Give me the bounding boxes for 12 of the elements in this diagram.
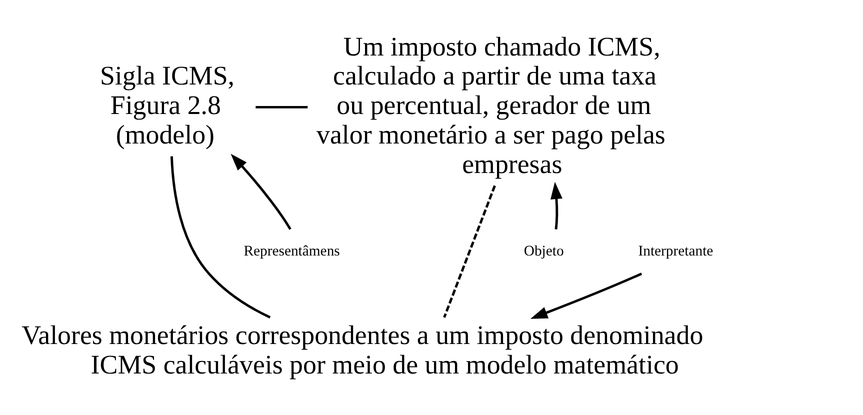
connector — [170, 156, 271, 318]
node-text: Valores monetários correspondentes a um imposto denominado ICMS calculáveis por meio de um modelo matemático — [22, 320, 704, 380]
node-text: Um imposto chamado ICMS, calculado a partir de uma taxa ou percentual, gerador de um valor monetário a ser pago pelas empresas — [316, 31, 666, 179]
arrow — [530, 272, 642, 319]
connector — [443, 185, 496, 318]
arrow — [550, 182, 562, 230]
node-text: Sigla ICMS, Figura 2.8 (modelo) — [100, 60, 235, 150]
node-text: Objeto — [524, 243, 564, 260]
node-text: Interpretante — [638, 243, 714, 260]
arrow — [230, 154, 292, 230]
node-text: Representâmens — [244, 243, 340, 260]
connector — [256, 106, 308, 108]
